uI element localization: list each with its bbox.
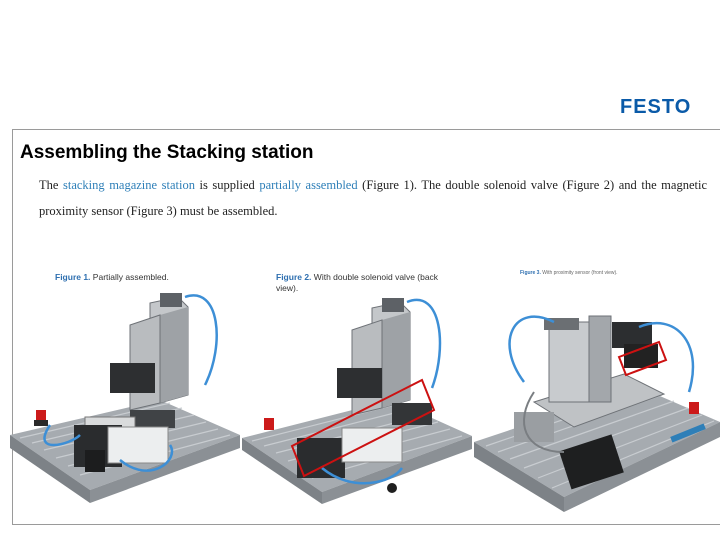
figure-3-caption: Figure 3. With proximity sensor (front v… (520, 270, 670, 276)
figure-2-photo (242, 298, 472, 504)
left-border (12, 129, 13, 525)
partially-assembled-link[interactable]: partially assembled (259, 178, 358, 192)
intro-text-1: The (39, 178, 63, 192)
intro-paragraph: The stacking magazine station is supplie… (39, 172, 707, 224)
festo-logo-text: FESTO (620, 96, 691, 116)
figure-2-label: Figure 2. (276, 272, 312, 282)
header-divider (12, 129, 720, 130)
figure-2-caption: Figure 2. With double solenoid valve (ba… (276, 272, 456, 294)
figure-1-caption: Figure 1. Partially assembled. (55, 272, 255, 283)
festo-logo: FESTO (620, 96, 691, 116)
figure-1-photo (10, 293, 240, 503)
figure-2-text: With double solenoid valve (back view). (276, 272, 439, 293)
figure-1-text: Partially assembled. (90, 272, 169, 282)
figure-3-text: With proximity sensor (front view). (540, 270, 618, 276)
figure-3-label: Figure 3. (520, 270, 541, 276)
stacking-magazine-station-link[interactable]: stacking magazine station (62, 178, 195, 192)
slide-title: Assembling the Stacking station (20, 142, 314, 163)
intro-text-3: (Figure 1). The double solenoid valve (F… (39, 178, 707, 218)
footer-divider (12, 524, 720, 525)
intro-text-2: is supplied (194, 178, 260, 192)
figure-3-photo (474, 315, 720, 512)
figure-1-label: Figure 1. (55, 272, 91, 282)
